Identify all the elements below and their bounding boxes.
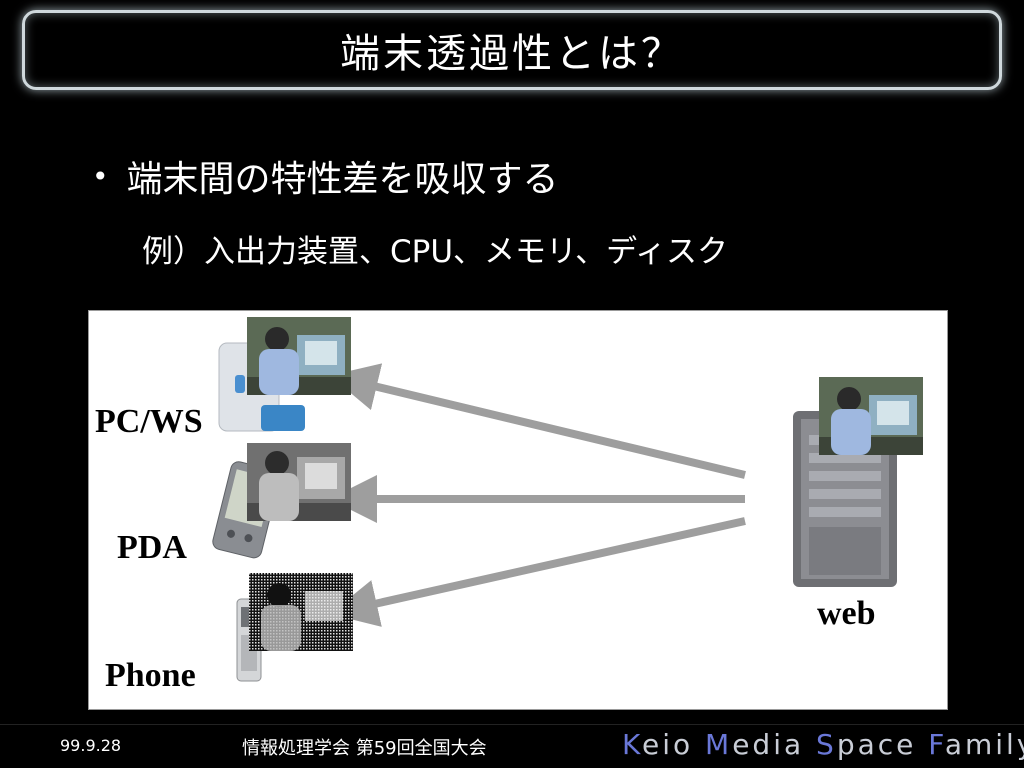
label-phone: Phone	[105, 657, 196, 694]
brand-rest-amily: amily	[944, 728, 1024, 761]
slide-title-box: 端末透過性とは？	[22, 10, 1002, 90]
footer-conference: 情報処理学会 第59回全国大会	[242, 738, 487, 759]
footer-date: 99.9.28	[60, 736, 122, 755]
brand-rest-eio: eio	[641, 728, 706, 761]
phone-photo	[249, 573, 353, 651]
footer-brand: Keio Media Space Family	[622, 728, 1024, 761]
label-pda: PDA	[117, 529, 187, 566]
brand-cap-m: M	[705, 728, 733, 761]
brand-cap-k: K	[622, 728, 642, 761]
bullet-dot-icon: •	[92, 159, 109, 193]
diagram-panel: PC/WS PDA	[88, 310, 948, 710]
bullet-item: • 端末間の特性差を吸収する	[92, 150, 559, 202]
brand-cap-s: S	[816, 728, 837, 761]
label-pcws: PC/WS	[95, 403, 203, 440]
web-photo	[819, 377, 923, 455]
brand-cap-f: F	[928, 728, 945, 761]
slide-title: 端末透過性とは？	[340, 31, 684, 77]
footer-divider	[0, 724, 1024, 725]
bullet-text: 端末間の特性差を吸収する	[126, 159, 559, 200]
brand-rest-edia: edia	[732, 728, 817, 761]
example-text: 例）入出力装置、CPU、メモリ、ディスク	[142, 234, 728, 270]
brand-rest-pace: pace	[836, 728, 929, 761]
arrow-to-pcws	[329, 363, 746, 479]
pcws-photo	[247, 317, 351, 395]
arrows-diagram	[329, 363, 746, 627]
pda-photo	[247, 443, 351, 521]
label-web: web	[817, 595, 876, 632]
arrow-to-phone	[329, 517, 746, 627]
